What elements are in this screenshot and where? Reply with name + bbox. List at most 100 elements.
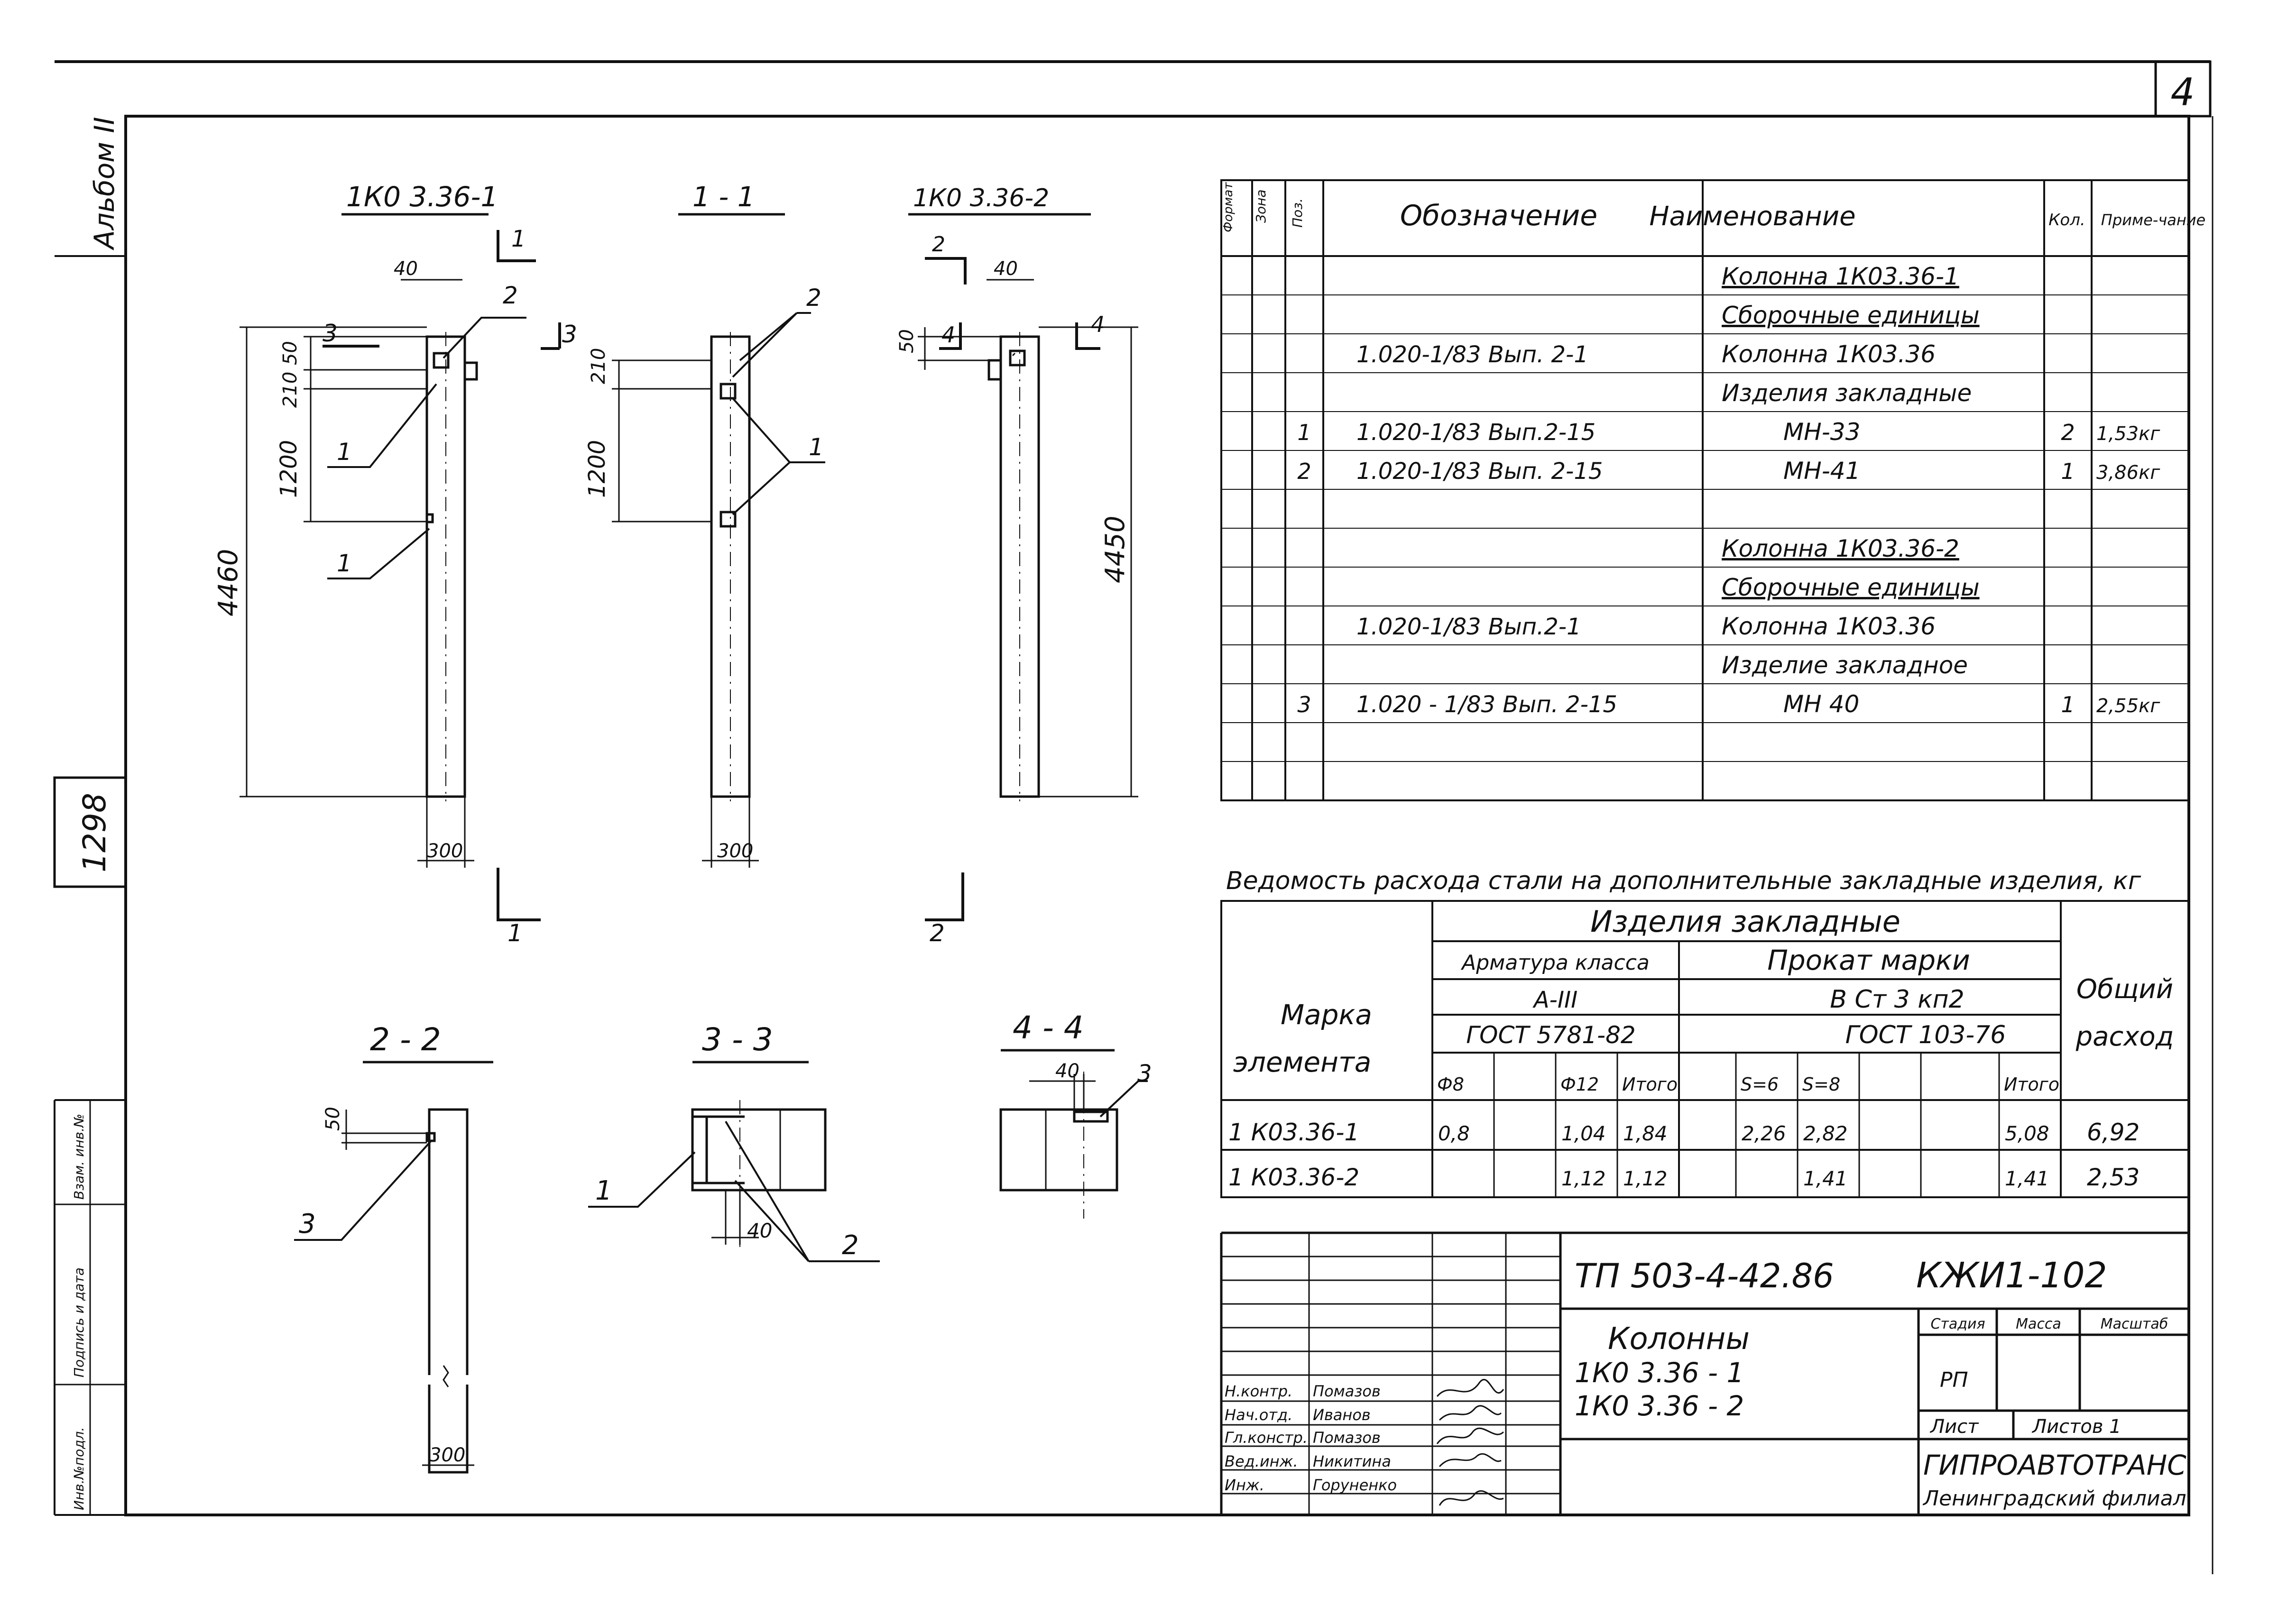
spec-cell-note: 3,86кг [2096,462,2160,484]
steel-row-value: 1,04 [1561,1122,1606,1145]
signer-role: Гл.констр. [1225,1429,1308,1447]
steel-row-value: 1,84 [1623,1122,1668,1145]
spec-cell-note: 2,55кг [2096,695,2160,717]
steel-profile-grade: Прокат марки [1767,944,1970,976]
spec-cell-designation: 1.020-1/83 Вып.2-1 [1356,614,1581,640]
signer-role: Вед.инж. [1225,1452,1298,1470]
dim-a: 40 [747,1219,772,1242]
callout-3: 3 [1137,1060,1152,1087]
signer-name: Горyненко [1313,1476,1397,1494]
steel-row-total: 2,53 [2087,1164,2140,1191]
spec-row: Изделие закладное [1722,651,1968,679]
dim-top: 40 [994,258,1018,280]
dim-width: 300 [427,840,463,862]
side-label-replace-inv: Взам. инв.№ [71,1114,87,1200]
signer-name: Никитина [1313,1452,1391,1470]
spec-cell-name: Колонна 1К03.36-1 [1722,263,1959,290]
steel-row-value: 0,8 [1438,1122,1470,1145]
spec-cell-qty: 2 [2061,420,2075,445]
dim-total: 4460 [213,549,244,616]
spec-cell-pos: 1 [1297,420,1311,445]
callout-1: 1 [809,433,824,461]
spec-header-zone: Зона [1253,189,1269,223]
callout-2: 2 [842,1230,859,1261]
cut-2-top: 2 [932,232,945,257]
steel-mark-line1: Марка [1281,999,1372,1031]
steel-title: Ведомость расхода стали на дополнительны… [1226,867,2141,895]
cut-3-right: 3 [562,321,577,348]
steel-mark-line2: элемента [1233,1046,1371,1078]
dim-c: 1200 [276,440,302,498]
view-title: 2 - 2 [370,1021,441,1058]
cut-2-bottom: 2 [930,919,945,947]
spec-cell-name: Изделия закладные [1722,379,1972,407]
callout-2: 2 [503,282,518,309]
steel-row-total: 6,92 [2087,1119,2140,1146]
spec-cell-name: МН-41 [1783,457,1860,485]
stage-label: Стадия [1930,1316,1985,1332]
steel-row-value: 1,41 [2005,1167,2049,1190]
stage-value: РП [1940,1368,1968,1392]
sheet-label: Лист [1929,1416,1979,1438]
callout-1a: 1 [337,438,352,466]
signature-row: Гл.констр. Помазов [1225,1429,1381,1447]
dim-a: 210 [588,348,609,384]
steel-row-value: 1,12 [1561,1167,1606,1190]
steel-subcol-header: Итого [1622,1074,1678,1095]
spec-row: Сборочные единицы [1722,302,1980,329]
dim-width: 300 [717,840,753,862]
drawing-name-line2: 1К0 3.36 - 1 [1575,1357,1744,1389]
archive-number: 1298 [76,793,113,872]
signatures [1436,1379,1504,1506]
drawing-name-line1: Колонны [1608,1321,1750,1357]
spec-cell-designation: 1.020 - 1/83 Вып. 2-15 [1356,691,1617,718]
spec-row: Сборочные единицы [1722,574,1980,601]
spec-cell-name: Колонна 1К03.36 [1722,340,1936,368]
spec-cell-qty: 1 [2061,692,2075,717]
spec-header-note: Приме-чание [2101,211,2205,229]
drawing-code: КЖИ1-102 [1916,1255,2107,1296]
steel-subcol-header: S=8 [1802,1074,1840,1095]
sheet-frame [53,60,2214,1574]
spec-cell-name: Сборочные единицы [1722,574,1980,601]
organization-branch: Ленинградский филиал [1922,1486,2186,1511]
spec-row: 3 1.020 - 1/83 Вып. 2-15 МН 40 1 2,55кг [1297,690,2160,718]
cut-3-left: 3 [323,320,338,347]
steel-row-value: 1,12 [1623,1167,1668,1190]
spec-cell-pos: 3 [1297,692,1311,717]
spec-header-pos: Поз. [1290,198,1305,228]
cut-4-left: 4 [941,322,955,348]
dim-b: 210 [279,372,301,408]
steel-total-line1: Общий [2076,974,2173,1005]
steel-total-line2: расход [2075,1021,2174,1052]
view-title: 3 - 3 [702,1021,773,1058]
spec-cell-designation: 1.020-1/83 Вып. 2-1 [1356,341,1588,368]
spec-cell-name: МН-33 [1783,418,1860,446]
steel-row-mark: 1 К03.36-2 [1228,1164,1359,1191]
signature-row: Вед.инж. Никитина [1225,1452,1391,1470]
spec-cell-name: Сборочные единицы [1722,302,1980,329]
steel-subcol-header: Итого [2004,1074,2059,1095]
steel-profile-gost: ГОСТ 103-76 [1845,1021,2006,1049]
view-column-2: 1К0 3.36-2 40 50 4450 2 2 4 [896,184,1138,947]
steel-rebar-class: Арматура класса [1460,951,1650,975]
steel-rebar-gost: ГОСТ 5781-82 [1466,1021,1635,1049]
spec-row: 1.020-1/83 Вып. 2-1 Колонна 1К03.36 [1356,340,1936,368]
mass-label: Масса [2016,1316,2061,1332]
cut-1-bottom: 1 [507,919,523,947]
signer-name: Помазов [1313,1429,1381,1447]
callout-2: 2 [806,284,821,312]
spec-header-designation: Обозначение [1400,199,1597,232]
spec-cell-name: МН 40 [1783,690,1859,718]
steel-row-value: 5,08 [2005,1122,2049,1145]
view-title: 1К0 3.36-1 [346,181,498,213]
callout-1b: 1 [337,550,352,577]
spec-header-qty: Кол. [2048,211,2085,229]
view-title: 4 - 4 [1013,1009,1084,1046]
view-section-3-3: 3 - 3 40 1 2 [588,1021,880,1262]
side-label-orig-inv: Инв.№подл. [71,1427,87,1510]
